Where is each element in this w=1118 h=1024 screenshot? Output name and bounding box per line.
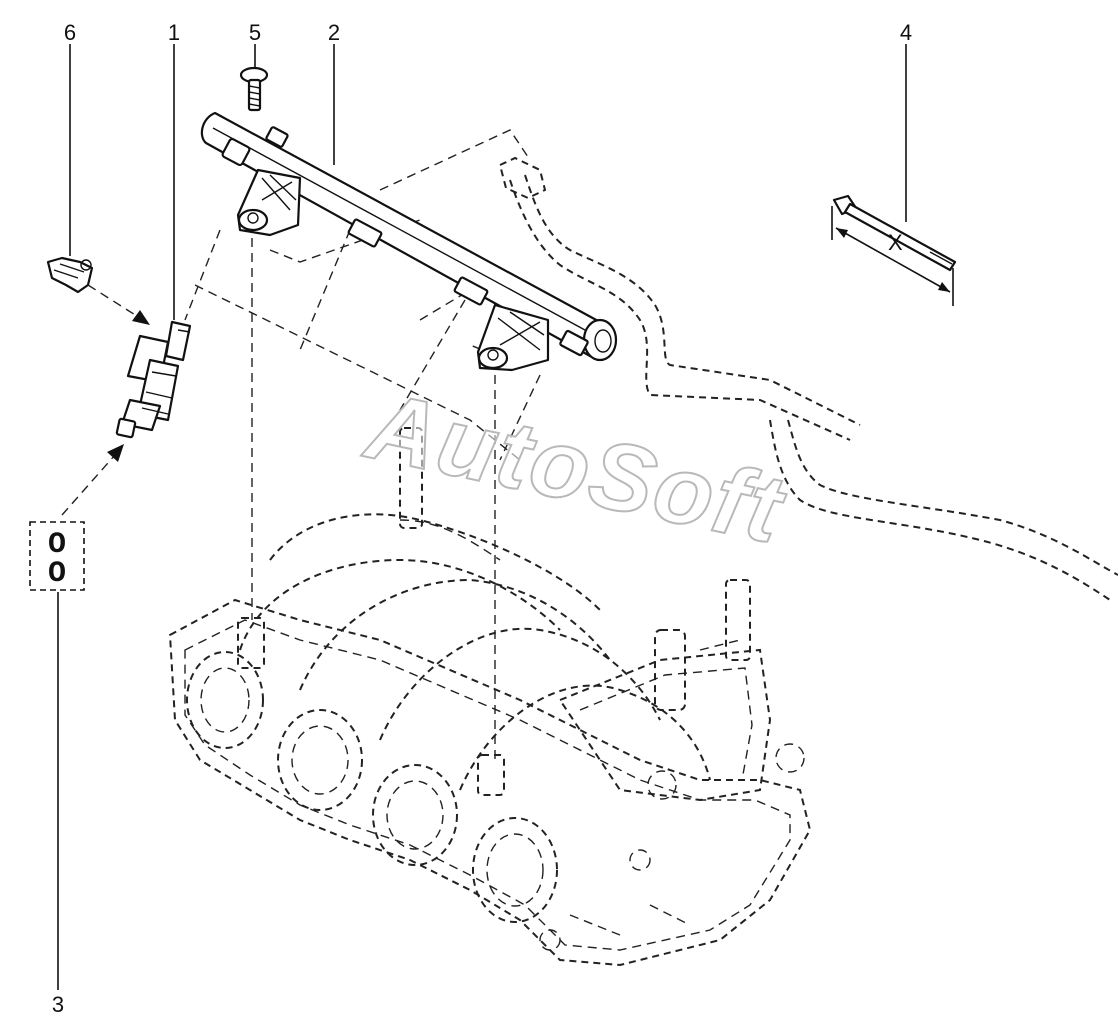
o-ring-top: O (48, 528, 66, 562)
o-ring-box (29, 521, 85, 591)
callout-1: 1 (168, 20, 180, 45)
dim-arrow-left (836, 228, 848, 238)
callout-5: 5 (249, 20, 261, 45)
arrow-head-oring (107, 444, 124, 462)
fuel-supply-line-phantom (498, 156, 1118, 601)
mounting-screw (239, 66, 269, 112)
dimension-x-label: X (888, 230, 903, 255)
assembly-arrows (61, 284, 150, 516)
o-ring-kit: O O (29, 521, 85, 591)
intake-manifold-phantom (168, 427, 812, 967)
arrow-head-clip (132, 310, 150, 325)
watermark: AutoSoft (357, 372, 795, 565)
fuel-injector (115, 320, 192, 439)
cable-tie: X (831, 194, 957, 306)
injector-retaining-clip (46, 256, 94, 294)
assembly-guide-lines (184, 129, 741, 760)
fuel-rail (200, 111, 618, 372)
callout-3: 3 (52, 992, 64, 1017)
o-ring-bottom: O (48, 557, 66, 591)
dim-arrow-right (938, 282, 950, 292)
callout-4: 4 (900, 20, 912, 45)
callout-6: 6 (64, 20, 76, 45)
callout-2: 2 (328, 20, 340, 45)
callout-leaders (57, 44, 907, 990)
